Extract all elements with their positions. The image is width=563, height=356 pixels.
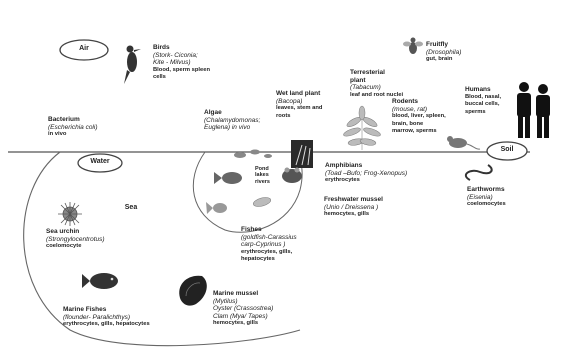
human-icon [517, 82, 550, 138]
label-marine-mussel: Marine mussel (Mytilus) Oyster (Crassost… [213, 290, 273, 328]
label-birds: Birds (Stork- Ciconia; Kite - Milvus) Bl… [153, 44, 210, 82]
pond-boundary [193, 152, 302, 232]
algae-icon [234, 150, 272, 159]
rodent-icon [447, 136, 480, 149]
label-sea-urchin: Sea urchin (Strongylocentrotus) coelomoc… [46, 228, 105, 251]
plant-icon [343, 106, 382, 150]
label-fruitfly: Fruitfly (Drosophila) gut, brain [426, 41, 461, 64]
pond-fish-icon [214, 172, 242, 184]
label-algae: Algae (Chalamydomonas; Euglena) in vivo [204, 109, 260, 132]
worm-icon [466, 165, 492, 180]
label-amphibians: Amphibians (Toad –Bufo; Frog-Xenopus) er… [325, 162, 407, 185]
zone-soil: Soil [495, 146, 519, 153]
zone-water: Water [87, 158, 113, 165]
label-humans: Humans Blood, nasal, buccal cells, sperm… [465, 86, 501, 116]
bird-icon [124, 46, 141, 85]
frog-icon [282, 168, 302, 184]
label-freshwater-mussel: Freshwater mussel (Unio / Dreissena ) he… [324, 196, 383, 219]
zone-pond: Pond lakes rivers [255, 166, 270, 185]
label-terrestrial-plant: Terresterial plant (Tabacum) leaf and ro… [350, 69, 403, 99]
label-wetland-plant: Wet land plant (Bacopa) leaves, stem and… [276, 90, 322, 120]
urchin-icon [58, 202, 82, 226]
goldfish-icon [206, 202, 227, 214]
fish-icon [82, 273, 118, 289]
freshwater-mussel-icon [252, 196, 271, 208]
label-bacterium: Bacterium (Escherichia coli) in vivo [48, 116, 98, 139]
fly-icon [403, 38, 423, 55]
label-rodents: Rodents (mouse, rat) blood, liver, splee… [392, 98, 446, 136]
label-fishes: Fishes (goldfish-Carassius carp-Cyprinus… [241, 226, 297, 264]
zone-sea: Sea [123, 204, 139, 211]
label-earthworms: Earthworms (Eisenia) coelomocytes [467, 186, 506, 209]
wetland-plant-icon [291, 140, 313, 168]
label-marine-fishes: Marine Fishes (flounder- Paralichthys) e… [63, 306, 150, 329]
zone-air: Air [74, 45, 94, 52]
mussel-icon [179, 276, 207, 306]
